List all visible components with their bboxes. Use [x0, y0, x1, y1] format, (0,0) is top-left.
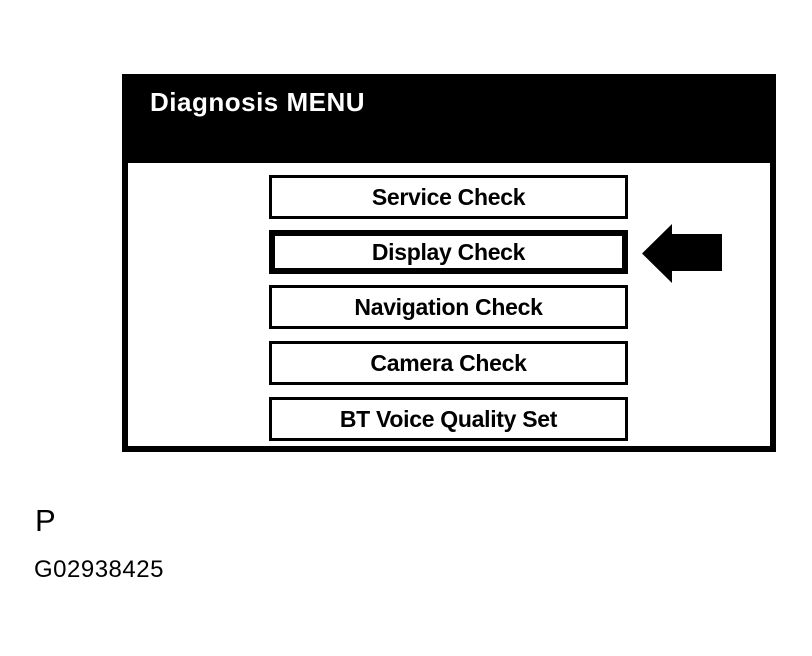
menu-item-camera-check[interactable]: Camera Check: [269, 341, 628, 385]
diagnosis-menu-screen: Diagnosis MENU Service Check Display Che…: [122, 74, 776, 452]
menu-item-label: Camera Check: [370, 349, 527, 376]
menu-item-service-check[interactable]: Service Check: [269, 175, 628, 219]
menu-item-display-check[interactable]: Display Check: [269, 230, 628, 274]
arrow-left-icon: [642, 224, 722, 283]
page-marker: P: [35, 503, 56, 538]
menu-item-label: Service Check: [371, 183, 526, 210]
menu-item-label: BT Voice Quality Set: [339, 405, 558, 432]
figure-id: G02938425: [34, 556, 164, 583]
menu-item-label: Navigation Check: [354, 293, 543, 320]
menu-item-bt-voice-quality-set[interactable]: BT Voice Quality Set: [269, 397, 628, 441]
menu-item-navigation-check[interactable]: Navigation Check: [269, 285, 628, 329]
menu-item-label: Display Check: [371, 238, 526, 265]
screen-title: Diagnosis MENU: [150, 87, 366, 117]
title-bar: Diagnosis MENU: [122, 74, 776, 163]
